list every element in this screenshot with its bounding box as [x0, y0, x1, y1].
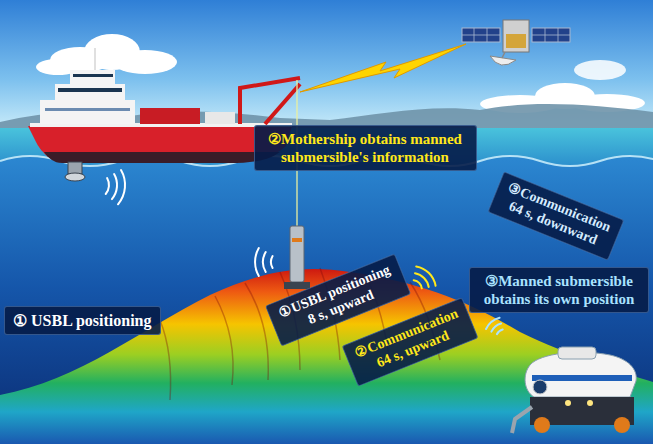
sky	[0, 0, 653, 132]
hull-bottom	[44, 152, 280, 163]
a-frame-crane	[265, 84, 300, 124]
sound-waves	[106, 170, 273, 276]
device-band	[292, 238, 302, 242]
callout-text: ① USBL positioning	[13, 311, 152, 330]
windows	[73, 74, 113, 77]
callout-text: ②Mothership obtains manned submersible's…	[263, 130, 468, 166]
sound-waves	[486, 318, 503, 335]
wave-arc	[118, 170, 125, 204]
usbl-transducer	[65, 162, 85, 181]
superstructure	[40, 100, 135, 124]
mast	[94, 48, 96, 70]
callout-text: ①USBL positioning 8 s, upward	[275, 262, 401, 339]
callout-text: ③Manned submersible obtains its own posi…	[478, 272, 640, 308]
device-body	[290, 226, 304, 282]
wave-arc	[106, 178, 109, 194]
thruster	[534, 417, 550, 433]
deck-house	[205, 112, 235, 124]
windows	[58, 88, 122, 92]
gold-foil	[506, 34, 526, 48]
ship-hull	[28, 126, 292, 162]
a-frame-crane	[240, 78, 300, 124]
deck-house	[140, 108, 200, 124]
transducer-pole	[68, 162, 82, 174]
callout-box: ③Manned submersible obtains its own posi…	[469, 267, 649, 313]
wave-arc	[416, 266, 435, 285]
gully	[215, 296, 233, 385]
dish-arm	[502, 52, 505, 58]
callout-box: ① USBL positioning	[4, 306, 161, 335]
wave-arc	[414, 280, 422, 288]
wave-arc	[486, 318, 500, 329]
thruster	[614, 417, 630, 433]
underwater	[0, 157, 653, 444]
superstructure	[55, 84, 125, 101]
cloud	[113, 50, 177, 74]
callout-box: ③Communication 64 s, downward	[488, 171, 625, 260]
gully	[245, 283, 268, 380]
transducer-head	[65, 173, 85, 181]
gully	[160, 320, 171, 400]
wave-arc	[112, 174, 117, 199]
bridge	[70, 70, 115, 85]
callout-text: ②Communication 64 s, upward	[352, 305, 468, 378]
sub-stripe	[532, 375, 632, 381]
sound-waves	[414, 266, 436, 288]
wave-arc	[415, 273, 429, 287]
callout-box: ②Mothership obtains manned submersible's…	[254, 125, 477, 171]
wave-arc	[255, 248, 259, 276]
wave-arc	[491, 324, 501, 332]
satellite	[462, 20, 570, 65]
wave-arc	[271, 256, 273, 268]
sub-sail	[558, 347, 596, 359]
viewport	[533, 380, 547, 394]
wave-arc	[497, 330, 503, 335]
cloud	[574, 60, 626, 80]
sub-light	[565, 400, 571, 406]
sub-light	[587, 400, 593, 406]
manipulator-arm	[512, 407, 532, 433]
manned-submersible	[512, 347, 636, 433]
lightning-bolt	[300, 44, 466, 92]
relay-device	[284, 226, 310, 289]
radar-dome	[105, 60, 115, 70]
callout-text: ③Communication 64 s, downward	[498, 179, 614, 252]
satellite-body	[503, 20, 529, 52]
windows	[45, 108, 130, 111]
wave-arc	[263, 252, 266, 272]
